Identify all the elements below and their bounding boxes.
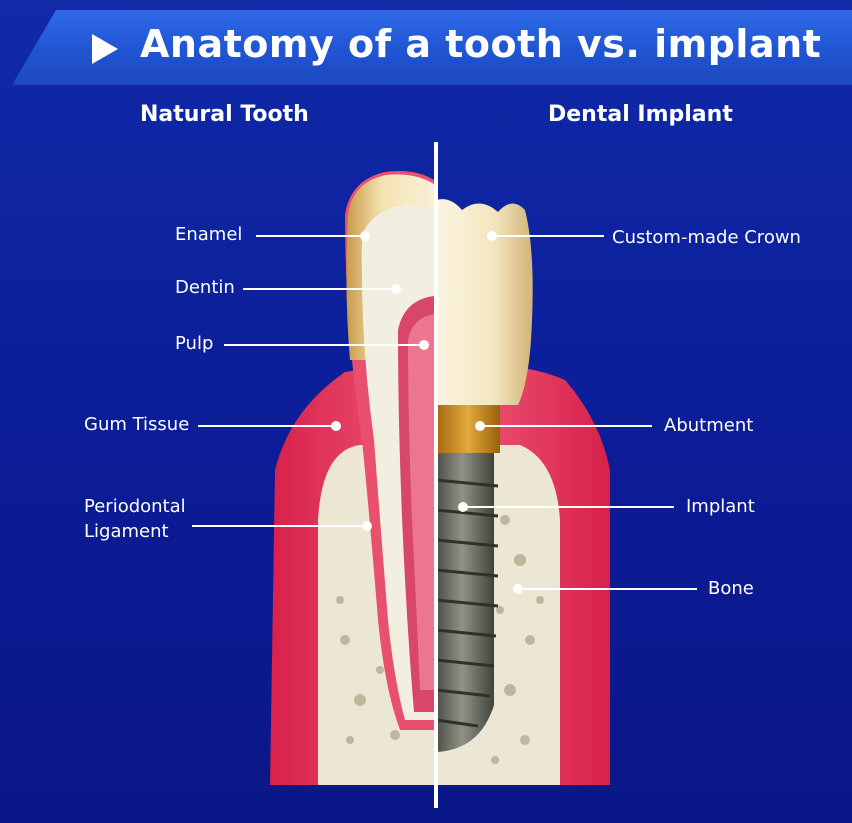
implant-abutment [436, 405, 500, 453]
label-bone: Bone [708, 578, 754, 601]
label-periodontal: Periodontal [84, 496, 186, 519]
label-pulp: Pulp [175, 333, 213, 356]
label-gum-tissue: Gum Tissue [84, 414, 189, 437]
label-abutment: Abutment [664, 415, 753, 438]
label-custom-crown: Custom-made Crown [612, 227, 801, 250]
label-ligament: Ligament [84, 521, 169, 544]
label-implant: Implant [686, 496, 755, 519]
implant-crown [436, 199, 533, 405]
label-dentin: Dentin [175, 277, 235, 300]
label-enamel: Enamel [175, 224, 242, 247]
